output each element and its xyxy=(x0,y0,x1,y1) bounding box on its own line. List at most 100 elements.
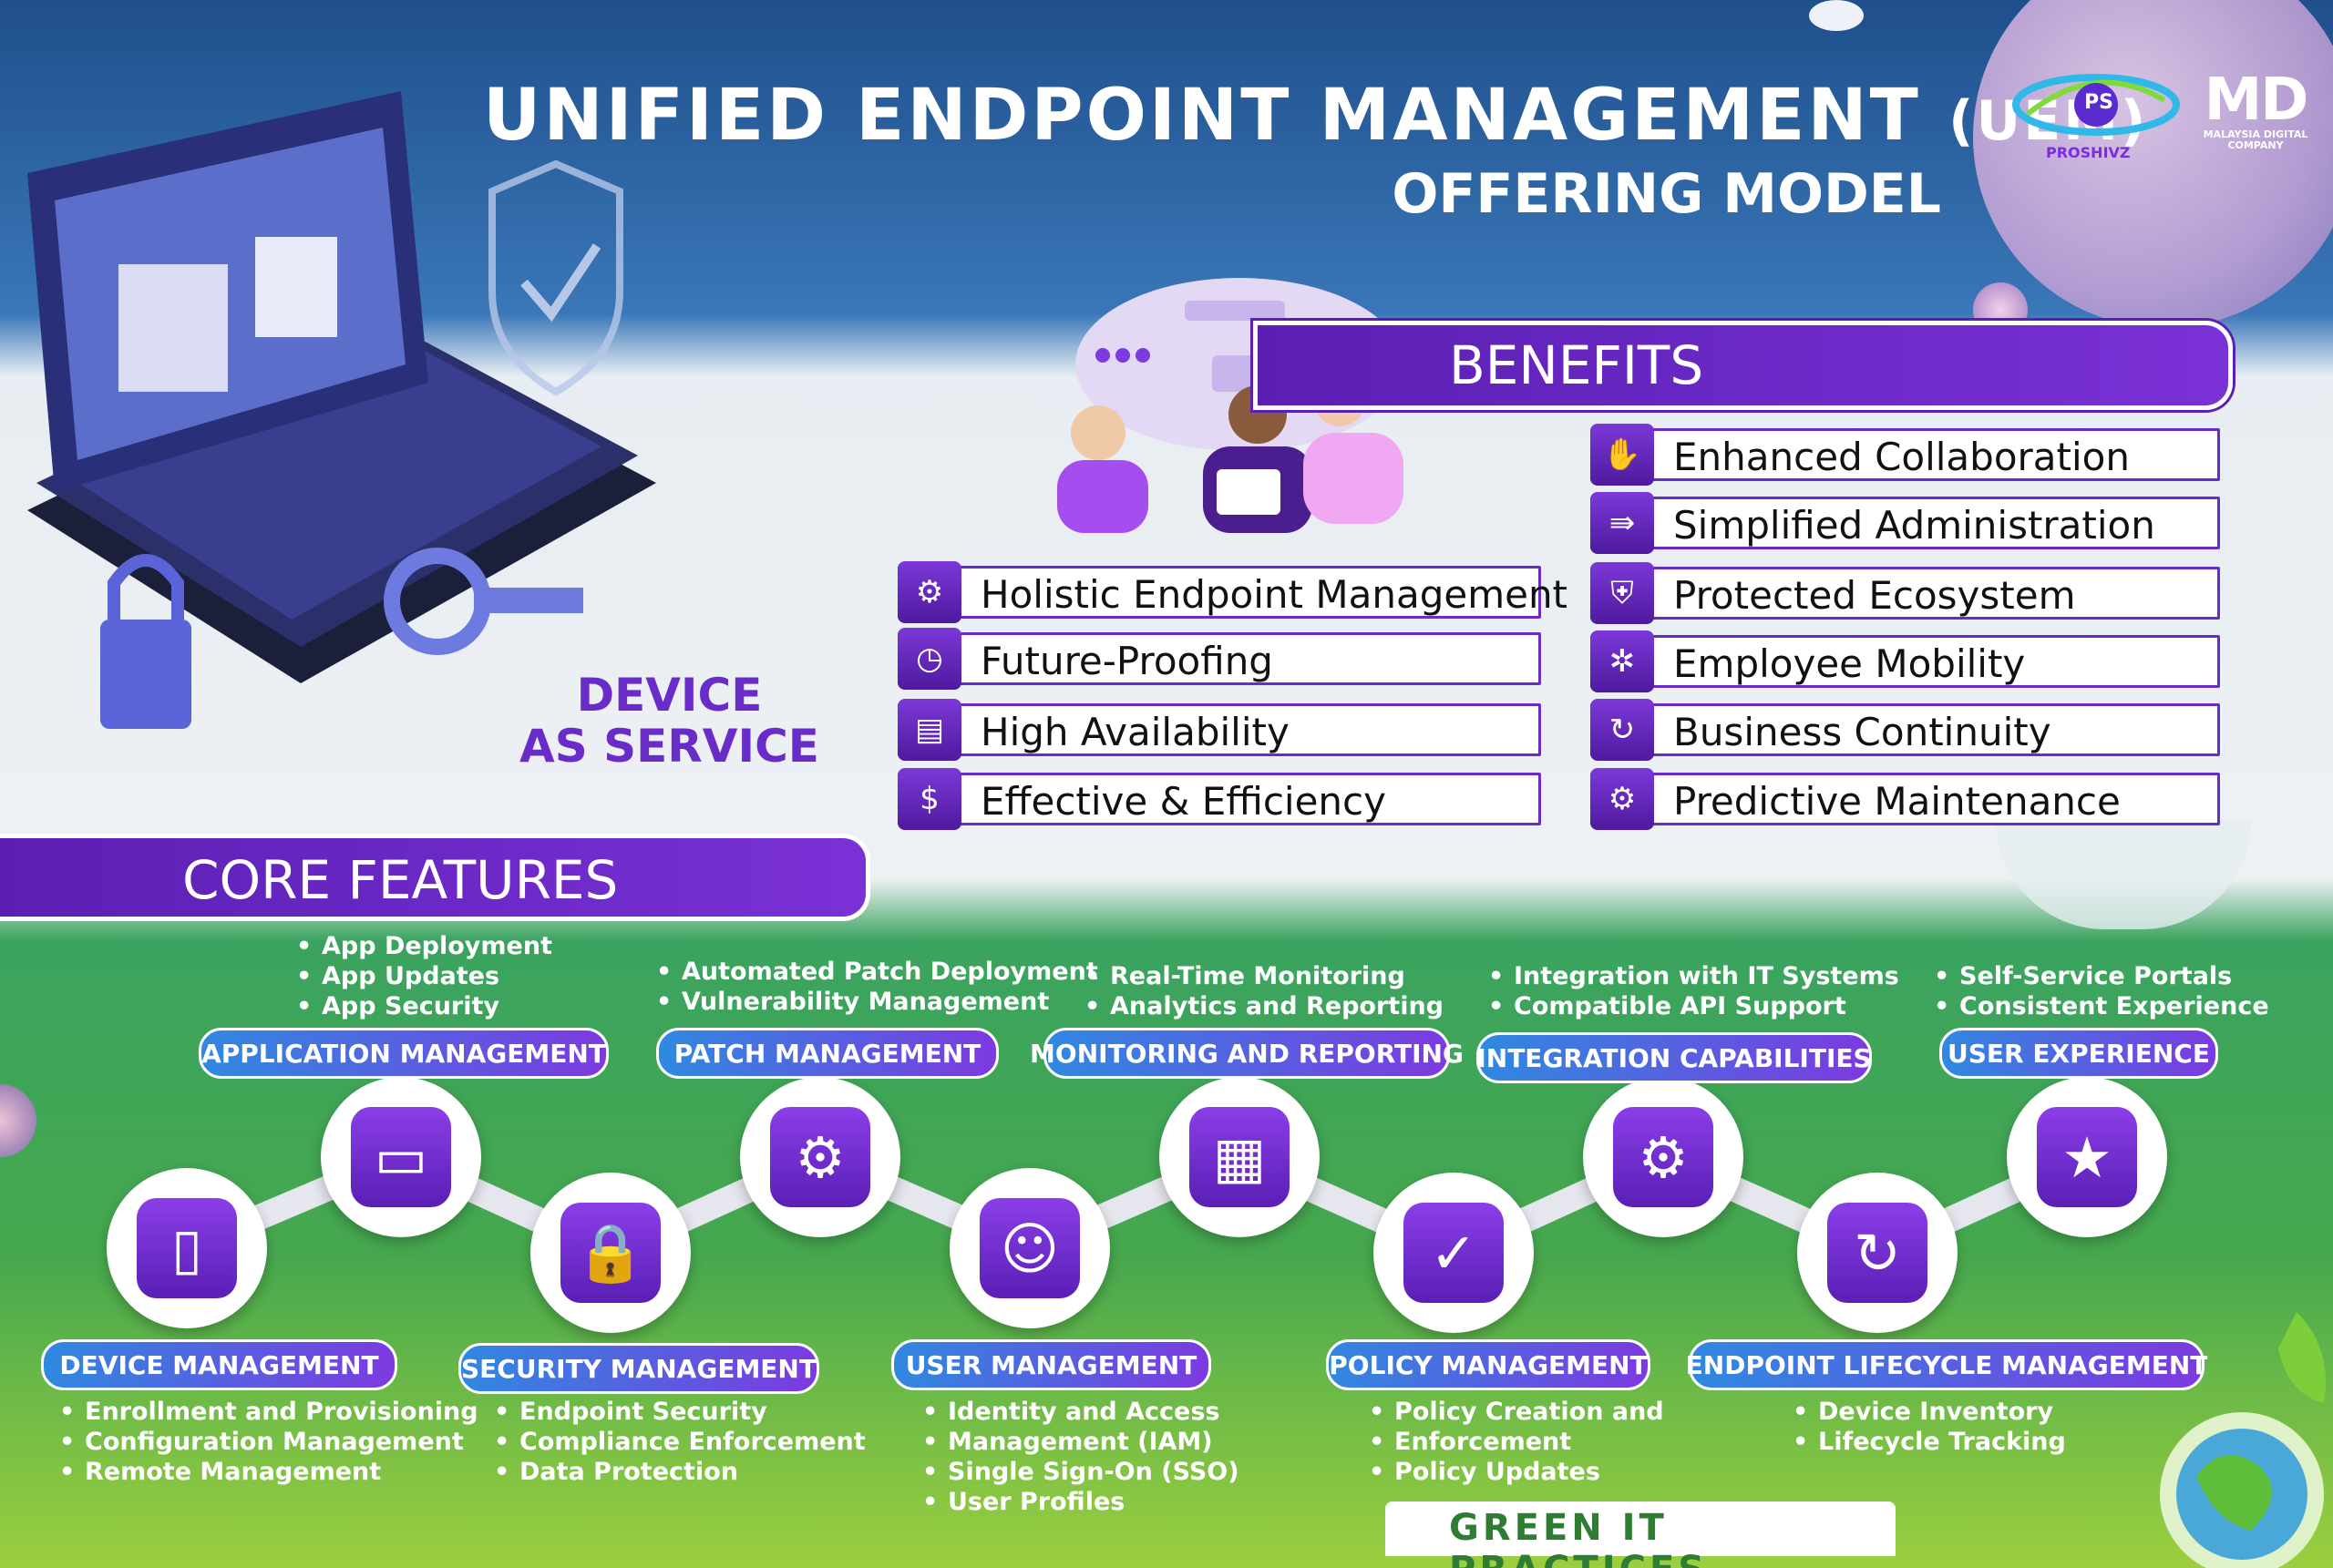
green-earth-illustration xyxy=(2160,1312,2326,1568)
proshivz-logo: PS PROSHIVZ xyxy=(2009,64,2183,173)
patch-management-label: PATCH MANAGEMENT xyxy=(656,1028,999,1079)
mobile-gear-icon: ▯ xyxy=(137,1198,237,1298)
feature-node-ux: ★ xyxy=(2007,1077,2167,1237)
gear-sync-icon: ⚙ xyxy=(770,1107,870,1207)
patch-bullets: Automated Patch Deployment Vulnerability… xyxy=(656,957,1098,1017)
core-features-banner: CORE FEATURES xyxy=(0,834,870,921)
policy-document-icon: ✓ xyxy=(1403,1203,1504,1303)
feature-connector xyxy=(181,1144,2092,1266)
user-experience-label: USER EXPERIENCE xyxy=(1939,1028,2218,1079)
benefit-item: ◷ Future-Proofing xyxy=(898,628,1541,690)
team-cycle-icon: ✲ xyxy=(1590,630,1654,692)
benefit-item: ⛨ Protected Ecosystem xyxy=(1590,562,2220,624)
policy-management-label: POLICY MANAGEMENT xyxy=(1326,1339,1650,1390)
decor-orb xyxy=(1973,0,2333,328)
bullet: Automated Patch Deployment xyxy=(656,957,1098,987)
bullet: Consistent Experience xyxy=(1934,991,2269,1021)
decor-orb xyxy=(1809,0,1864,31)
bullet: Policy Creation and xyxy=(1369,1397,1664,1427)
monitor-apps-icon: ▭ xyxy=(351,1107,451,1207)
bullet: Integration with IT Systems xyxy=(1488,961,1899,991)
bullet: Device Inventory xyxy=(1793,1397,2066,1427)
benefit-item: ↻ Business Continuity xyxy=(1590,699,2220,761)
bullet: Configuration Management xyxy=(59,1427,478,1457)
bullet: Identity and Access xyxy=(922,1397,1239,1427)
device-bullets: Enrollment and Provisioning Configuratio… xyxy=(59,1397,478,1487)
core-features-title: CORE FEATURES xyxy=(182,849,619,911)
bullet: App Deployment xyxy=(296,931,552,961)
rating-thumbs-icon: ★ xyxy=(2037,1107,2137,1207)
bullet: Self-Service Portals xyxy=(1934,961,2269,991)
benefit-item: ✲ Employee Mobility xyxy=(1590,630,2220,692)
laptop-illustration xyxy=(27,91,656,729)
benefit-label: High Availability xyxy=(981,710,1290,754)
device-management-label: DEVICE MANAGEMENT xyxy=(41,1339,397,1390)
bullet: Lifecycle Tracking xyxy=(1793,1427,2066,1457)
benefit-label: Predictive Maintenance xyxy=(1673,779,2121,824)
md-caption: MALAYSIA DIGITAL COMPANY xyxy=(2203,128,2308,151)
green-it-label: GREEN IT PRACTICES xyxy=(1449,1507,1704,1568)
benefits-banner: BENEFITS xyxy=(1253,321,2233,410)
user-gear-icon: ☺ xyxy=(980,1198,1080,1298)
arrows-flow-icon: ⇛ xyxy=(1590,492,1654,554)
endpoint-lifecycle-label: ENDPOINT LIFECYCLE MANAGEMENT xyxy=(1686,1339,2207,1390)
bullet: Analytics and Reporting xyxy=(1084,991,1444,1021)
policy-bullets: Policy Creation and Enforcement Policy U… xyxy=(1369,1397,1664,1487)
bullet: Compliance Enforcement xyxy=(494,1427,866,1457)
page-subtitle: OFFERING MODEL xyxy=(1392,162,1941,226)
decor-orb xyxy=(1996,820,2251,929)
integration-bullets: Integration with IT Systems Compatible A… xyxy=(1488,961,1899,1021)
benefit-label: Protected Ecosystem xyxy=(1673,573,2076,618)
benefit-label: Enhanced Collaboration xyxy=(1673,435,2130,479)
shield-leaf-icon: ⛨ xyxy=(1590,562,1654,624)
benefit-item: ▤ High Availability xyxy=(898,699,1541,761)
padlock-icon: 🔒 xyxy=(560,1203,661,1303)
bullet: Remote Management xyxy=(59,1457,478,1487)
bullet-continued: Enforcement xyxy=(1369,1427,1664,1457)
user-bullets: Identity and Access Management (IAM) Sin… xyxy=(922,1397,1239,1517)
benefit-label: Simplified Administration xyxy=(1673,503,2155,548)
clock-gear-icon: ◷ xyxy=(898,628,961,690)
integration-capabilities-label: INTEGRATION CAPABILITIES xyxy=(1476,1032,1872,1083)
cycle-chart-icon: ↻ xyxy=(1590,699,1654,761)
security-bullets: Endpoint Security Compliance Enforcement… xyxy=(494,1397,866,1487)
bullet: Policy Updates xyxy=(1369,1457,1664,1487)
benefit-label: Effective & Efficiency xyxy=(981,779,1386,824)
benefit-item: ✋ Enhanced Collaboration xyxy=(1590,424,2220,486)
md-mark: MD xyxy=(2204,67,2309,134)
title-main: UNIFIED ENDPOINT MANAGEMENT xyxy=(483,75,1921,157)
das-line1: DEVICE xyxy=(576,669,763,722)
bullet: Compatible API Support xyxy=(1488,991,1899,1021)
hands-server-icon: ▤ xyxy=(898,699,961,761)
handshake-icon: ✋ xyxy=(1590,424,1654,486)
benefit-label: Employee Mobility xyxy=(1673,641,2026,686)
bullet: Single Sign-On (SSO) xyxy=(922,1457,1239,1487)
bullet: Real-Time Monitoring xyxy=(1084,961,1444,991)
window-gear-icon: ⚙ xyxy=(1590,768,1654,830)
app-bullets: App Deployment App Updates App Security xyxy=(296,931,552,1021)
monitoring-reporting-label: MONITORING AND REPORTING xyxy=(1030,1028,1464,1079)
benefit-item: ⚙ Holistic Endpoint Management xyxy=(898,561,1567,623)
lifecycle-bullets: Device Inventory Lifecycle Tracking xyxy=(1793,1397,2066,1457)
feature-node-app: ▭ xyxy=(321,1077,481,1237)
benefit-item: ⚙ Predictive Maintenance xyxy=(1590,768,2220,830)
feature-node-patch: ⚙ xyxy=(740,1077,900,1237)
bullet: Endpoint Security xyxy=(494,1397,866,1427)
bullet: App Updates xyxy=(296,961,552,991)
feature-node-device: ▯ xyxy=(107,1168,267,1328)
bullet: Vulnerability Management xyxy=(656,987,1098,1017)
security-management-label: SECURITY MANAGEMENT xyxy=(458,1343,819,1394)
monitor-chart-icon: ▦ xyxy=(1189,1107,1290,1207)
ps-mark: PS xyxy=(2084,91,2113,114)
bullet-continued: Management (IAM) xyxy=(922,1427,1239,1457)
page-title: UNIFIED ENDPOINT MANAGEMENT (UEM) xyxy=(483,75,2148,157)
head-gears-icon: ⚙ xyxy=(1613,1107,1713,1207)
feature-node-security: 🔒 xyxy=(530,1173,691,1333)
growth-chart-icon: $ xyxy=(898,768,961,830)
box-cycle-icon: ↻ xyxy=(1827,1203,1927,1303)
benefit-item: $ Effective & Efficiency xyxy=(898,768,1541,830)
feature-node-lifecycle: ↻ xyxy=(1797,1173,1958,1333)
benefit-item: ⇛ Simplified Administration xyxy=(1590,492,2220,554)
benefit-label: Holistic Endpoint Management xyxy=(981,572,1568,617)
